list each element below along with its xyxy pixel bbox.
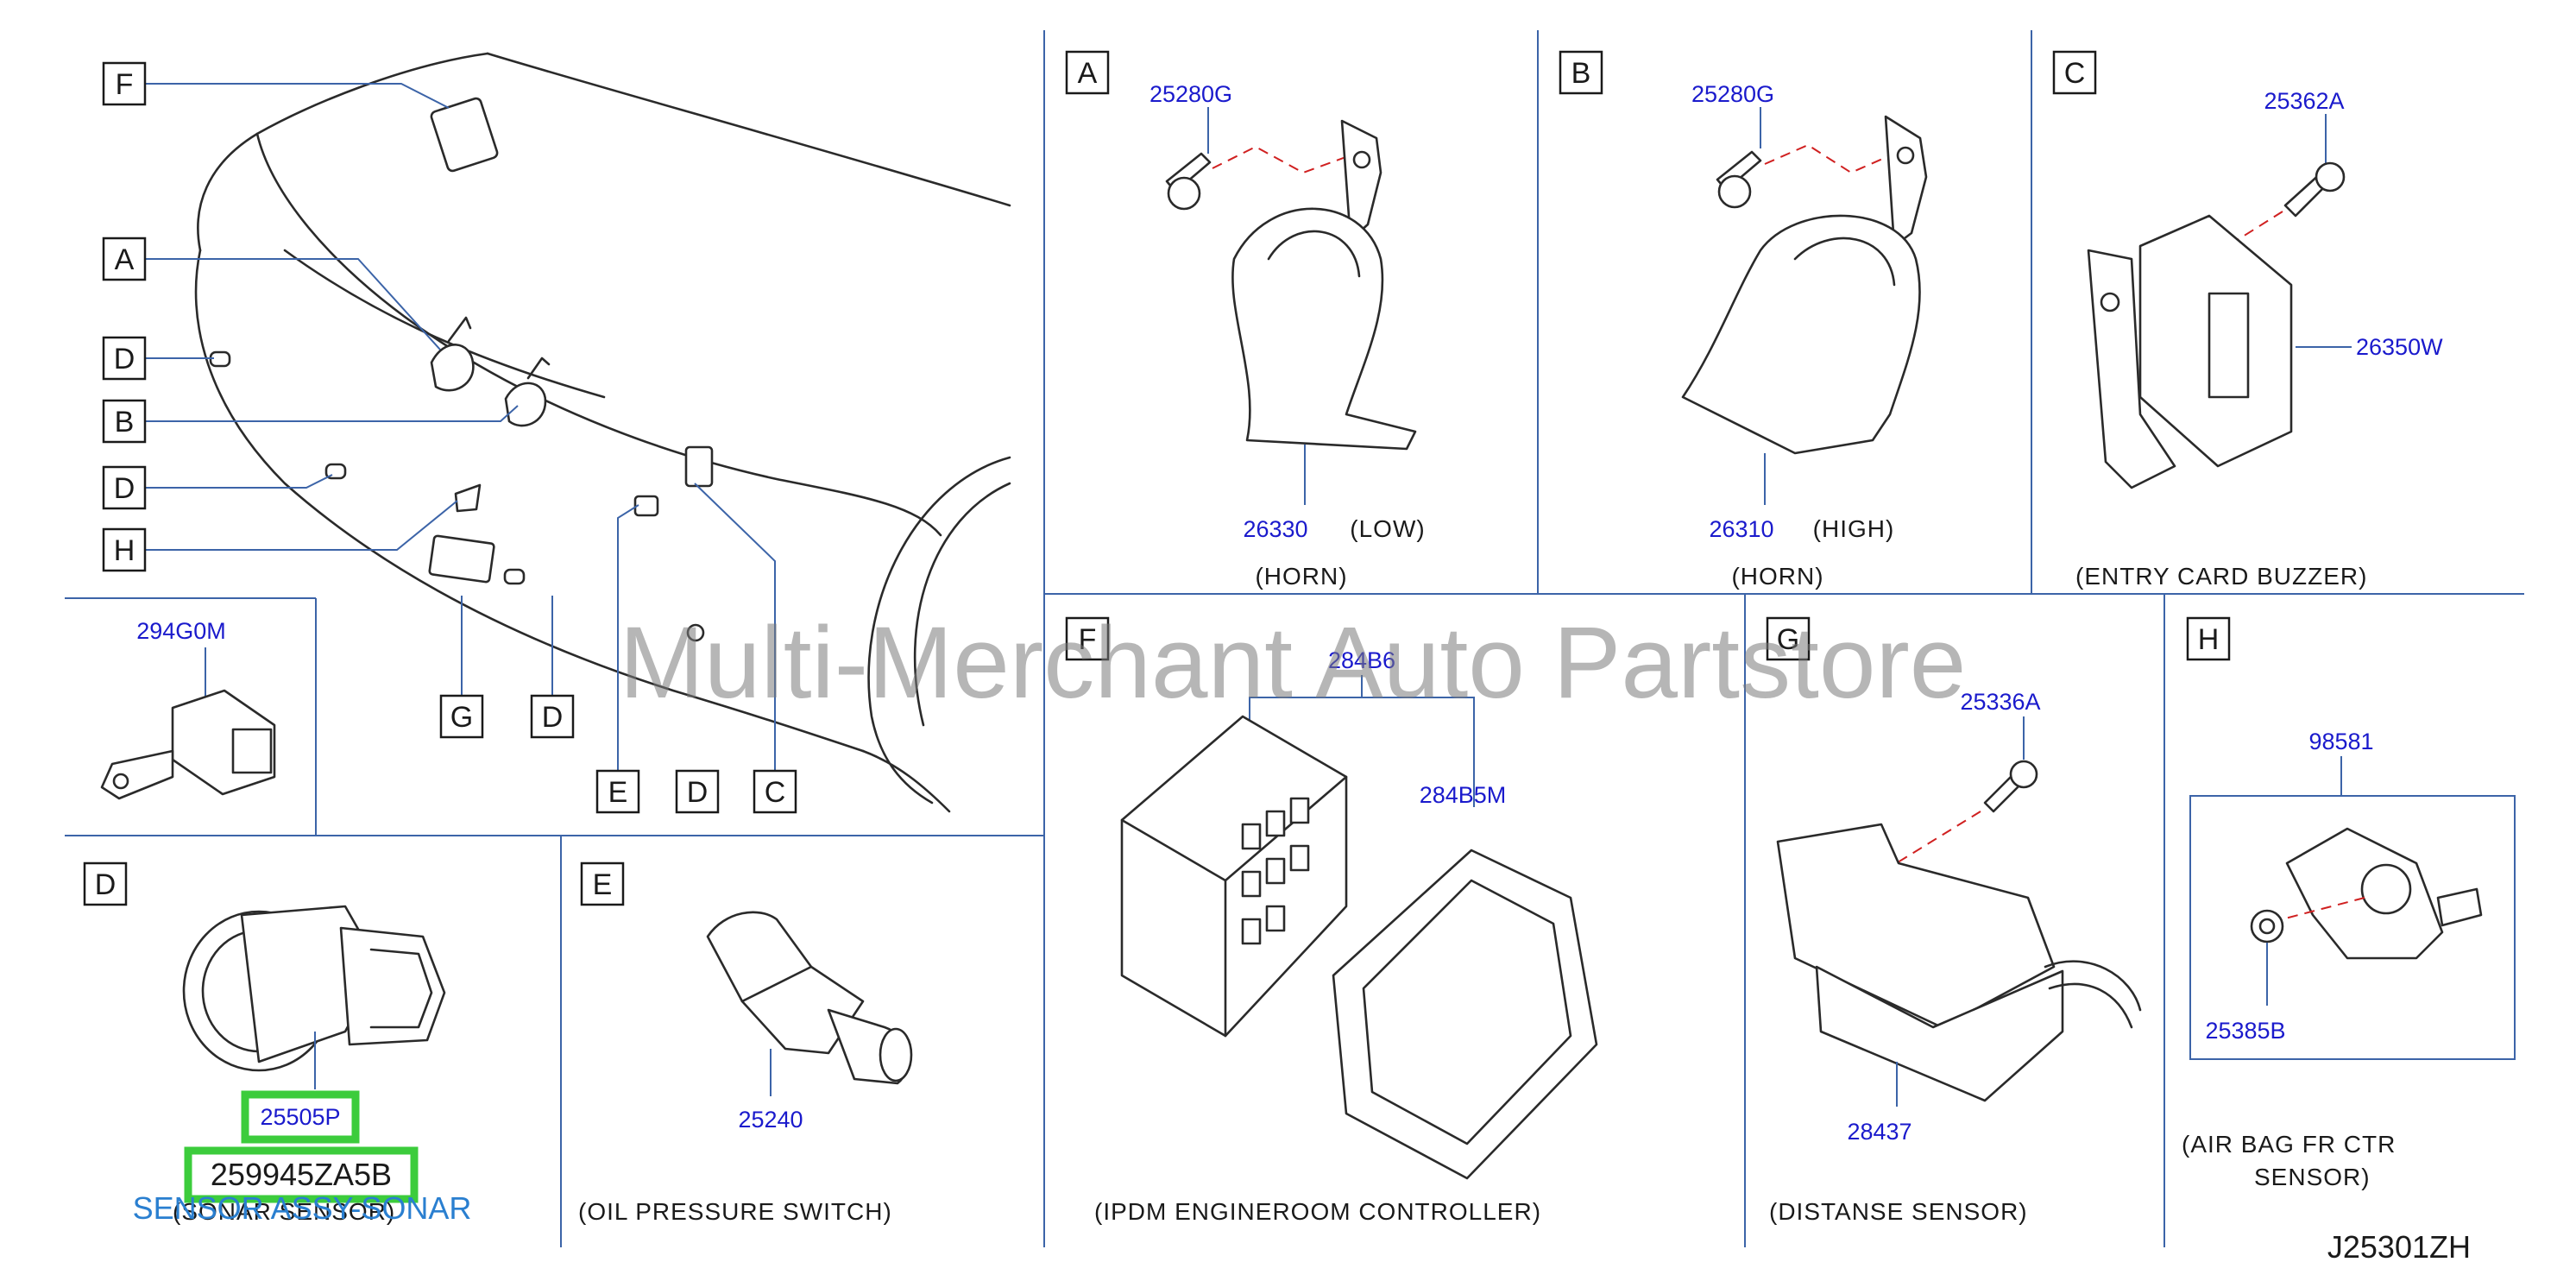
sensor-g-icon — [1815, 965, 2064, 1102]
panel-h-airbag-sensor: H 98581 25385B (AIR BAG FR CTR SENSOR) — [2182, 616, 2516, 1190]
watermark-text: Multi-Merchant Auto Partstore — [620, 606, 1967, 720]
overview-label-g: G — [450, 701, 473, 734]
panel-a-horn-low: A 25280G 26330 (LOW) (HORN) — [1065, 50, 1425, 590]
ipdm-f-fuses — [1241, 797, 1310, 945]
buzzer-c-hole-icon — [2100, 292, 2120, 312]
caption-d: (SONAR SENSOR) — [173, 1198, 395, 1225]
panel-e-label: E — [593, 868, 613, 901]
caption-b: (HORN) — [1731, 563, 1823, 590]
panel-b-label: B — [1571, 57, 1591, 90]
part-number-e-switch: 25240 — [738, 1107, 803, 1133]
caption-h-line2: SENSOR) — [2254, 1164, 2371, 1190]
connector-294g0m: 294G0M — [100, 618, 276, 800]
highlight-box-code — [184, 1146, 419, 1203]
overview-sensor-h-icon — [454, 483, 482, 513]
panel-e-oil-switch: E 25240 (OIL PRESSURE SWITCH) — [578, 861, 913, 1225]
part-number-g-bolt: 25336A — [1960, 689, 2040, 715]
part-number-b-bolt: 25280G — [1691, 81, 1774, 107]
panel-g-label: G — [1777, 623, 1799, 656]
overview-horn-b-icon — [504, 382, 547, 427]
panel-d-sonar-sensor: D 25505P 259945ZA5B (SONAR SENSOR) SENSO… — [83, 861, 472, 1226]
panel-dividers — [65, 30, 2524, 1247]
caption-f: (IPDM ENGINEROOM CONTROLLER) — [1094, 1198, 1541, 1225]
panel-c-label: C — [2064, 57, 2086, 90]
horn-a-tone: (LOW) — [1350, 515, 1425, 542]
highlighted-part-code: 259945ZA5B — [211, 1157, 392, 1192]
horn-b-icon — [1681, 214, 1921, 455]
horn-b-tone: (HIGH) — [1813, 515, 1895, 542]
connector-bracket-icon — [100, 749, 174, 800]
overview-label-h: H — [114, 534, 135, 567]
overview-parts — [209, 97, 714, 642]
ipdm-frame-f-icon — [1332, 849, 1598, 1180]
part-number-a-horn: 26330 — [1243, 516, 1307, 542]
part-subtitle: SENSOR ASSY-SONAR — [133, 1190, 472, 1226]
overview-sensor-d3-icon — [503, 568, 526, 585]
panel-b-horn-high: B 25280G 26310 (HIGH) (HORN) — [1559, 50, 1928, 590]
caption-e: (OIL PRESSURE SWITCH) — [578, 1198, 892, 1225]
vehicle-overview — [194, 52, 1011, 813]
overview-label-c: C — [765, 776, 786, 809]
overview-switch-e-icon — [633, 495, 659, 517]
horn-a-icon — [1231, 207, 1417, 451]
bolt-a-head-icon — [1167, 176, 1201, 211]
panel-g-distance-sensor: G 25336A 28437 (DISTANSE SENSOR) — [1766, 616, 2142, 1225]
horn-a-bracket-hole-icon — [1352, 150, 1371, 169]
overview-label-e: E — [608, 776, 628, 809]
caption-a: (HORN) — [1255, 563, 1347, 590]
overview-letter-boxes: F A D B D H G D E D C — [102, 61, 797, 814]
part-number-h-sensor: 98581 — [2308, 729, 2373, 754]
panel-d-label: D — [95, 868, 117, 901]
sensor-h-port-icon — [2360, 863, 2412, 915]
part-number-g-sensor: 28437 — [1847, 1119, 1912, 1145]
overview-sensor-d4-icon — [686, 623, 705, 642]
overview-label-d1: D — [114, 343, 135, 375]
overview-horn-a-icon — [430, 344, 475, 392]
overview-label-f: F — [116, 68, 134, 101]
overview-label-b: B — [115, 406, 135, 439]
bolt-c-head-icon — [2315, 161, 2346, 192]
connector-hole-icon — [112, 773, 129, 790]
bolt-g-head-icon — [2009, 760, 2038, 789]
connector-socket-icon — [231, 728, 273, 774]
part-number-d-sensor: 25505P — [260, 1104, 340, 1130]
caption-c: (ENTRY CARD BUZZER) — [2075, 563, 2367, 590]
diagram-code: J25301ZH — [2327, 1229, 2471, 1265]
caption-g: (DISTANSE SENSOR) — [1769, 1198, 2028, 1225]
part-number-c-buzzer: 26350W — [2356, 334, 2443, 360]
sensor-h-connector-icon — [2436, 887, 2483, 927]
panel-h-frame — [2189, 795, 2516, 1060]
part-number-f-ipdm: 284B6 — [1328, 647, 1395, 673]
horn-b-bracket-icon — [1884, 115, 1928, 248]
overview-label-a: A — [115, 243, 135, 276]
panel-c-buzzer: C 25362A 26350W (ENTRY CARD BUZZER) — [2052, 50, 2443, 590]
caption-h-line1: (AIR BAG FR CTR — [2182, 1131, 2396, 1158]
part-number-c-bolt: 25362A — [2264, 88, 2344, 114]
part-number-h-nut: 25385B — [2205, 1018, 2285, 1044]
overview-label-d4: D — [687, 776, 709, 809]
part-number-b-horn: 26310 — [1709, 516, 1773, 542]
panel-a-label: A — [1078, 57, 1098, 90]
highlight-box-25505p — [241, 1090, 360, 1144]
part-number-a-bolt: 25280G — [1149, 81, 1232, 107]
ipdm-f-icon — [1120, 715, 1348, 1038]
part-number-f-frame: 284B5M — [1420, 782, 1507, 808]
bolt-b-head-icon — [1717, 174, 1752, 209]
part-number-connector: 294G0M — [136, 618, 226, 644]
overview-sensor-g-icon — [428, 534, 495, 584]
horn-b-bracket-hole-icon — [1896, 146, 1915, 165]
overview-buzzer-f-icon — [430, 97, 499, 173]
overview-label-d2: D — [114, 472, 135, 505]
overview-buzzer-c-icon — [684, 445, 714, 488]
panel-h-label: H — [2198, 623, 2220, 656]
panel-f-ipdm: F 284B6 284B5M (IPDM ENGINEROOM CONTROLL… — [1065, 616, 1598, 1225]
overview-label-d3: D — [542, 701, 564, 734]
panel-f-label: F — [1079, 623, 1097, 656]
buzzer-c-connector-icon — [2208, 292, 2250, 399]
